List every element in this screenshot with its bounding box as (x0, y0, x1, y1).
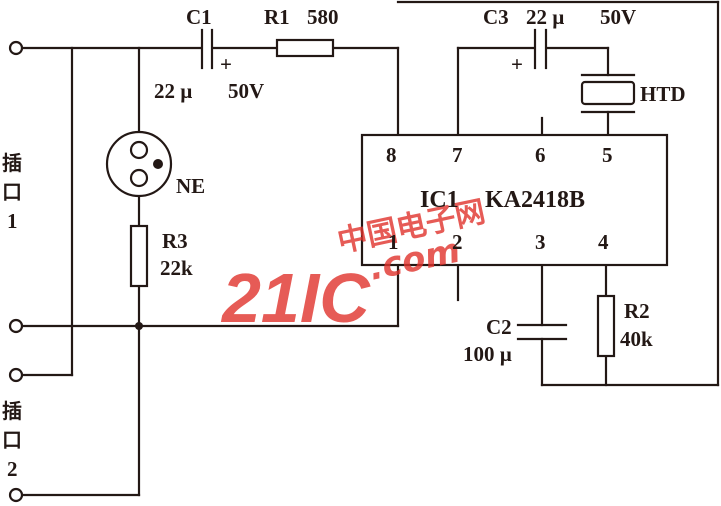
socket-2-line1: 插 (2, 399, 22, 423)
watermark-brand: 21IC (220, 259, 371, 337)
r3-ref: R3 (162, 229, 188, 253)
junction-dot (135, 322, 143, 330)
r3-value: 22k (160, 256, 193, 280)
pin-5: 5 (602, 143, 613, 167)
c3-ref: C3 (483, 5, 509, 29)
pin-6: 6 (535, 143, 546, 167)
terminal-2a (8, 367, 24, 383)
htd-ref: HTD (640, 82, 686, 106)
c1-cap: 22 µ (154, 79, 192, 103)
socket-2-num: 2 (7, 457, 18, 481)
c3-cap: 22 µ (526, 5, 564, 29)
c3-plus: + (511, 52, 523, 76)
c2-value: 100 µ (463, 342, 512, 366)
r2-ref: R2 (624, 299, 650, 323)
r1-ref: R1 (264, 5, 290, 29)
capacitor-c1 (200, 28, 214, 70)
watermark: 21IC 中国电子网 .com (220, 194, 488, 337)
socket-1-num: 1 (7, 209, 18, 233)
c2-ref: C2 (486, 315, 512, 339)
terminals (8, 40, 24, 503)
neon-lamp-ne (105, 130, 173, 198)
r2-value: 40k (620, 327, 653, 351)
socket-2-line2: 口 (2, 428, 22, 452)
ic1-package (360, 133, 669, 267)
terminal-2b (8, 487, 24, 503)
pin-2: 2 (452, 230, 463, 254)
r1-value: 580 (307, 5, 339, 29)
pin-4: 4 (598, 230, 609, 254)
c1-volt: 50V (228, 79, 264, 103)
buzzer-htd (580, 73, 636, 114)
socket-1-line1: 插 (2, 151, 22, 175)
terminal-1a (8, 40, 24, 56)
socket-1-line2: 口 (2, 180, 22, 204)
pin-7: 7 (452, 143, 463, 167)
capacitor-c2 (516, 323, 568, 341)
ne-ref: NE (176, 174, 205, 198)
ic1-part: KA2418B (485, 187, 585, 213)
c1-plus: + (220, 52, 232, 76)
pin-1: 1 (388, 230, 399, 254)
capacitor-c3 (533, 28, 548, 70)
pin-3: 3 (535, 230, 546, 254)
labels: C1 22 µ 50V + R1 580 C3 22 µ 50V + HTD N… (2, 5, 686, 481)
wires (18, 0, 720, 497)
resistor-r2 (596, 294, 616, 358)
c1-ref: C1 (186, 5, 212, 29)
c3-volt: 50V (600, 5, 636, 29)
terminal-1b (8, 318, 24, 334)
resistor-r1 (275, 38, 335, 58)
pin-8: 8 (386, 143, 397, 167)
resistor-r3 (129, 224, 149, 288)
ic1-ref: IC1 (420, 187, 459, 213)
